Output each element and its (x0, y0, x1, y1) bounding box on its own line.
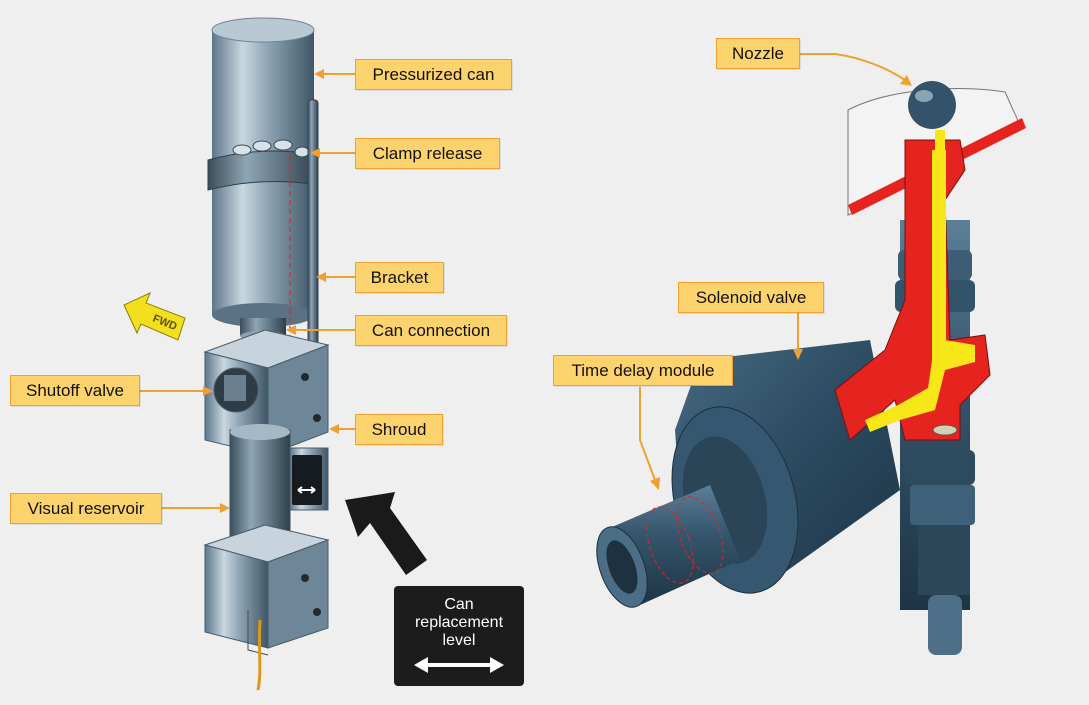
can-replacement-line2: replacement (414, 614, 504, 631)
pressurized-can (207, 17, 319, 346)
label-time-delay-module: Time delay module (553, 355, 733, 386)
label-nozzle: Nozzle (716, 38, 800, 69)
can-replacement-line1: Can (444, 596, 474, 613)
label-pressurized-can: Pressurized can (355, 59, 512, 90)
label-shutoff-valve: Shutoff valve (10, 375, 140, 406)
left-assembly: FWD (123, 17, 427, 691)
label-solenoid-valve: Solenoid valve (678, 282, 824, 313)
label-visual-reservoir: Visual reservoir (10, 493, 162, 524)
double-arrow-icon (414, 657, 504, 673)
can-replacement-level-box: Can replacement level (394, 586, 524, 686)
can-replacement-line3: level (442, 632, 476, 649)
right-assembly (596, 81, 1026, 655)
visual-reservoir (229, 424, 329, 546)
can-level-pointer (345, 492, 427, 575)
label-can-connection: Can connection (355, 315, 507, 346)
fwd-arrow: FWD (123, 292, 186, 341)
lower-block (203, 524, 330, 691)
leader-lines (140, 53, 912, 513)
label-shroud: Shroud (355, 414, 443, 445)
label-clamp-release: Clamp release (355, 138, 500, 169)
label-bracket: Bracket (355, 262, 444, 293)
